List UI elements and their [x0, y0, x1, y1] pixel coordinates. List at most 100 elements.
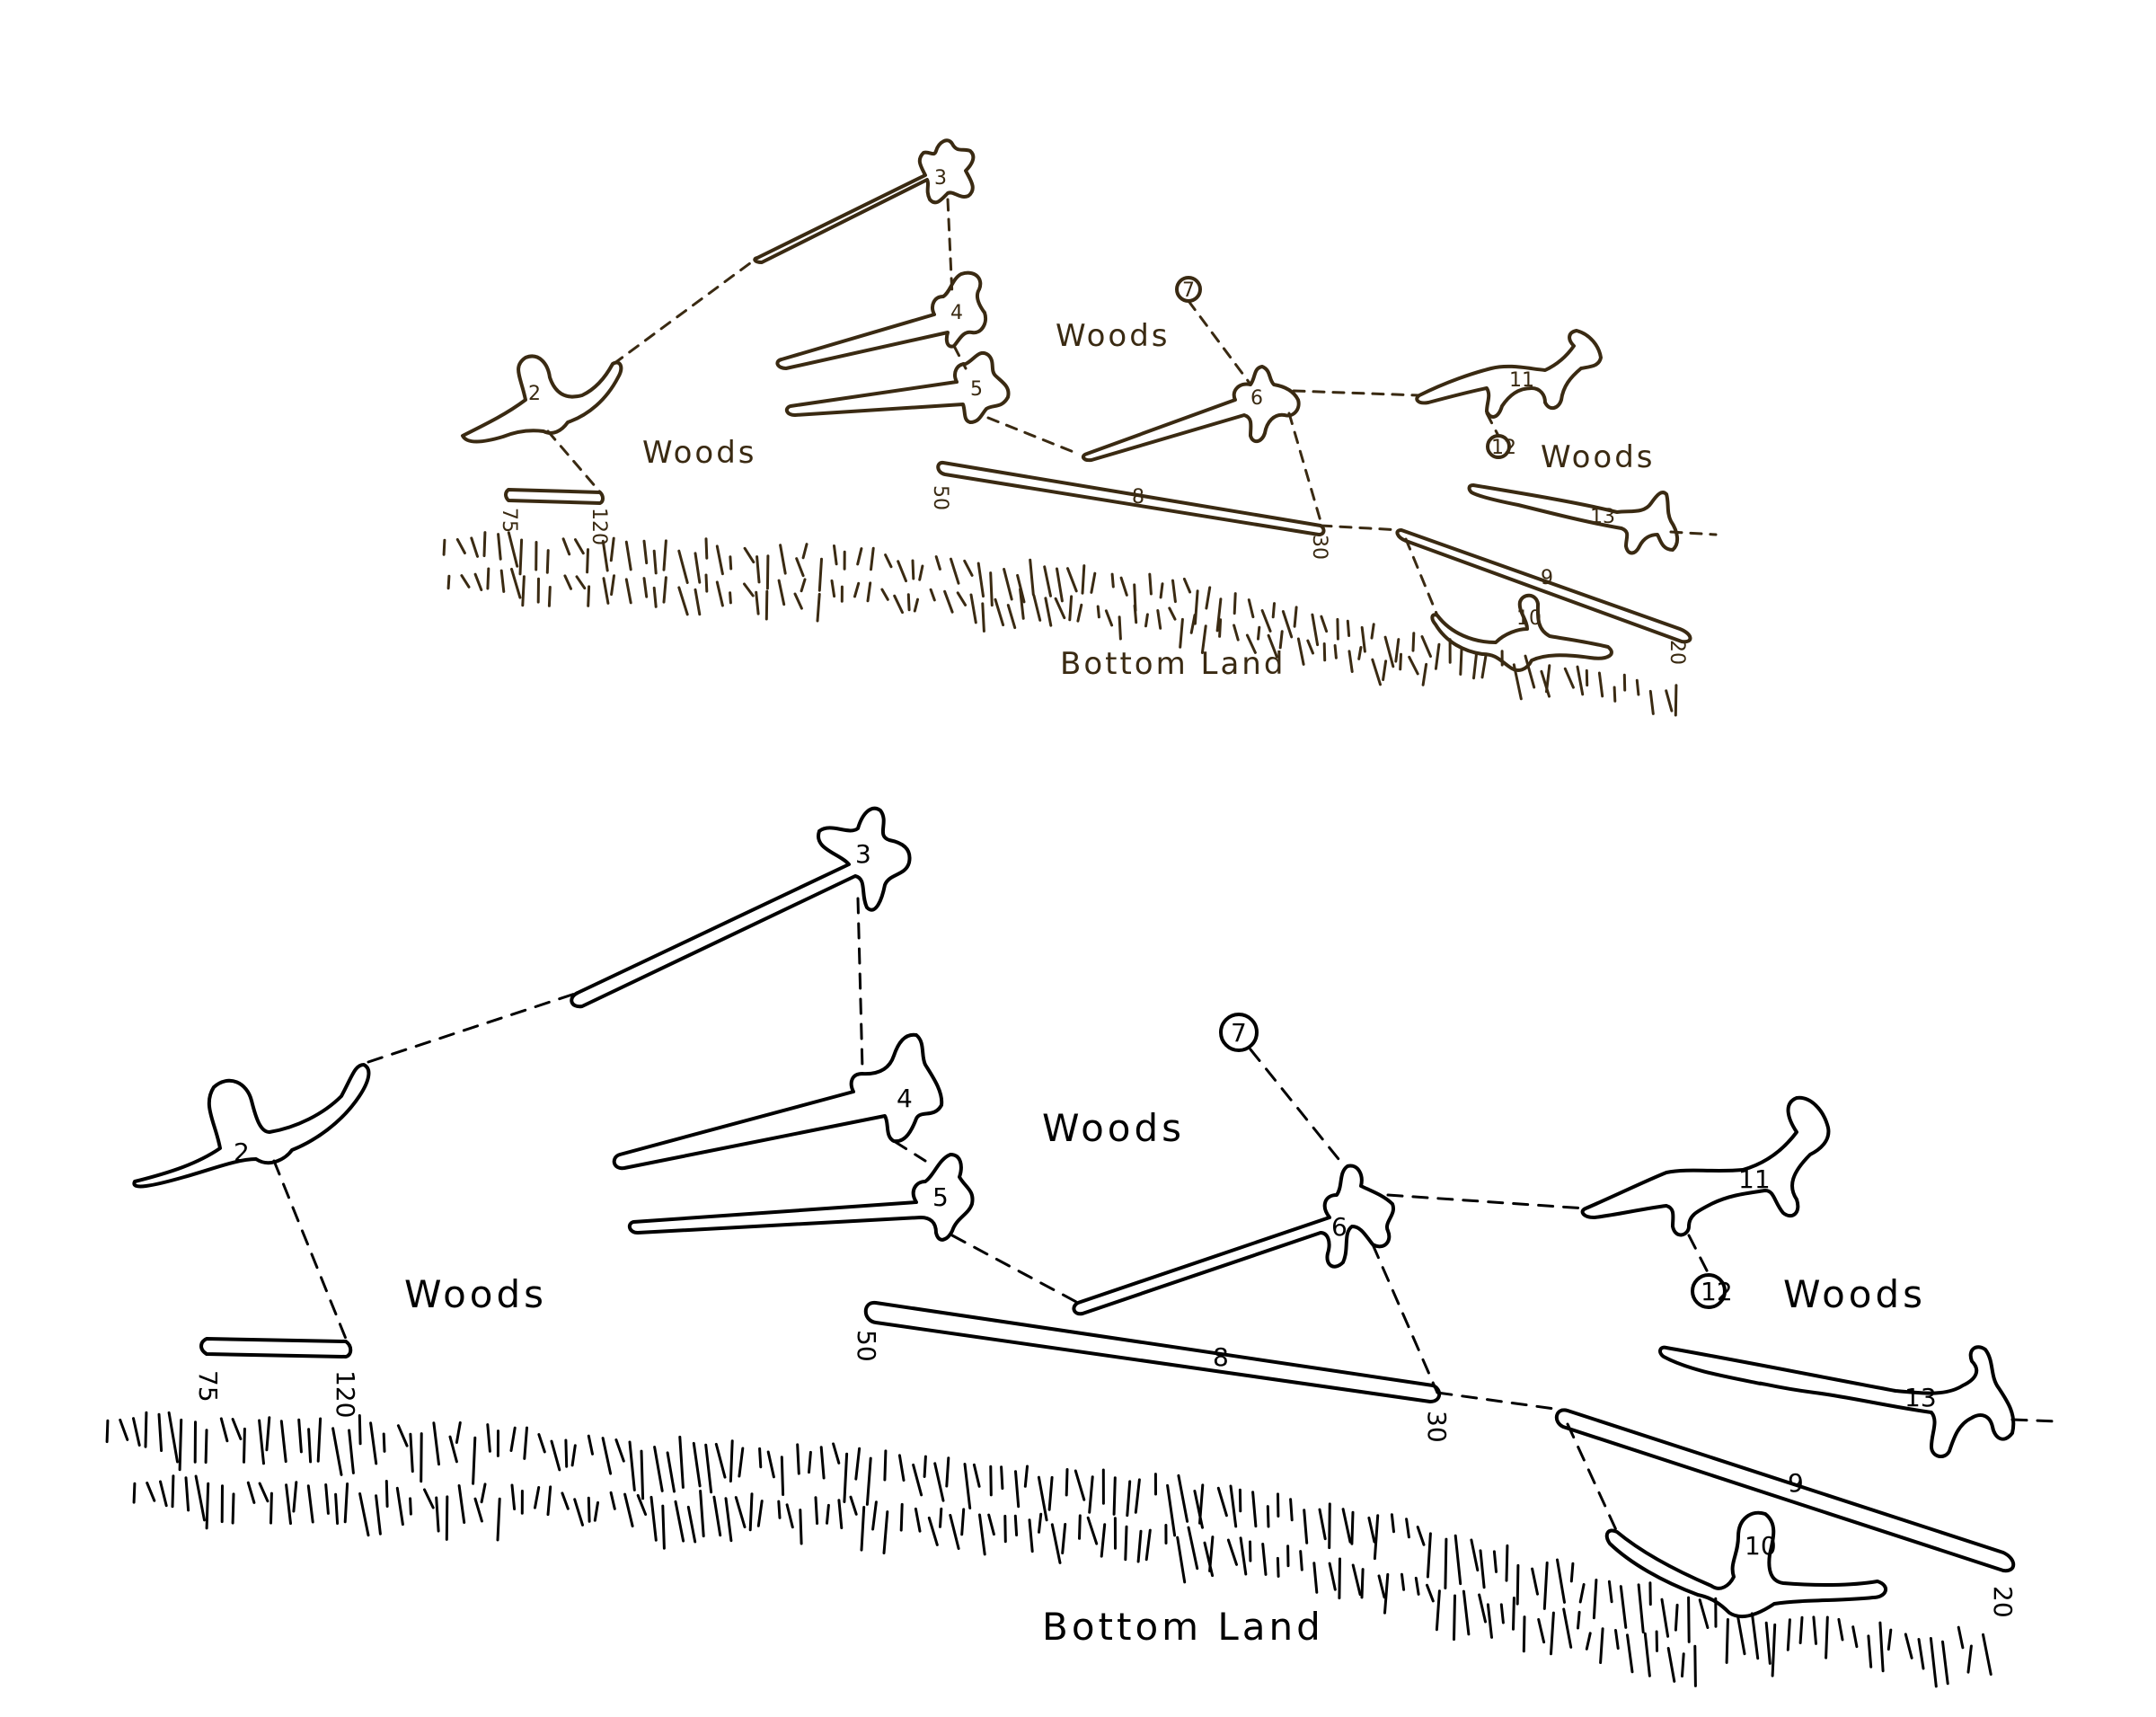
hatch-stroke [1119, 576, 1128, 597]
hatch-stroke [1626, 1633, 1634, 1674]
elevation-20: 20 [1988, 1586, 2018, 1618]
hatch-stroke [1592, 1579, 1598, 1620]
hatch-stroke [724, 1497, 733, 1543]
hatch-stroke [1198, 1483, 1205, 1525]
hatch-stroke [686, 1505, 697, 1544]
hatch-stroke [1078, 1514, 1082, 1540]
hatch-stroke [448, 1435, 458, 1464]
hatch-stroke [913, 597, 919, 613]
hatch-stroke [989, 1465, 993, 1497]
hatch-stroke [1687, 1596, 1691, 1643]
hatch-stroke [1674, 684, 1678, 717]
hatch-stroke [743, 582, 755, 597]
hatch-stroke [587, 585, 591, 607]
mound-number-4: 4 [897, 1084, 913, 1113]
hatch-stroke [981, 602, 985, 633]
hatch-stroke [575, 575, 587, 590]
hatch-stroke [1233, 624, 1240, 642]
hatch-stroke [642, 577, 649, 598]
hatch-stroke [369, 1421, 378, 1465]
hatch-stroke [1867, 1634, 1873, 1668]
hatch-stroke [1156, 609, 1162, 630]
hatch-stroke [897, 560, 907, 583]
hatch-stroke [1643, 1632, 1651, 1677]
hatch-stroke [219, 1417, 229, 1443]
hatch-stroke [1878, 1621, 1885, 1673]
hatch-stroke [692, 1441, 702, 1488]
woods-label-3: Woods [1541, 439, 1656, 475]
hatch-stroke [1470, 1538, 1480, 1572]
hatch-stroke [1136, 1529, 1143, 1563]
hatch-stroke [375, 1494, 382, 1536]
hatch-stroke [178, 1418, 183, 1472]
hatch-stroke [497, 533, 502, 561]
hatch-stroke [171, 1474, 175, 1509]
hatch-stroke [1578, 1583, 1586, 1604]
hatch-stroke [1480, 653, 1488, 679]
hatch-stroke [587, 1434, 594, 1456]
mound-number-13: 13 [1590, 506, 1615, 528]
hatch-stroke [1786, 1618, 1791, 1651]
hatch-stroke [714, 1442, 727, 1479]
hatch-stroke [435, 1496, 440, 1533]
hatch-stroke [1054, 597, 1066, 620]
hatch-stroke [1459, 648, 1463, 676]
hatch-stroke [1798, 1615, 1804, 1644]
hatch-stroke [1200, 624, 1207, 654]
hatch-stroke [1126, 1480, 1132, 1518]
mound-8-effigy [863, 1300, 1442, 1403]
hatch-stroke [1607, 1580, 1613, 1604]
mound-6-effigy [1081, 365, 1301, 463]
mound-number-10: 10 [1745, 1531, 1777, 1561]
hatch-stroke [480, 1482, 487, 1504]
hatch-stroke [1044, 597, 1053, 627]
hatch-stroke [1394, 638, 1401, 663]
mound-10-effigy [1604, 1510, 1887, 1619]
hatch-stroke [1074, 1469, 1086, 1501]
hatch-stroke [1941, 1640, 1949, 1686]
hatch-stroke [1771, 1623, 1777, 1677]
hatch-stroke [1982, 1633, 1993, 1676]
hatch-stroke [830, 579, 836, 598]
hatch-stroke [1660, 1598, 1670, 1638]
hatch-stroke [662, 576, 667, 604]
hatch-stroke [1100, 1523, 1107, 1558]
hatch-stroke [423, 1488, 435, 1509]
mound-number-12: 12 [1491, 437, 1516, 459]
hatch-stroke [1047, 1475, 1054, 1511]
mound-number-6: 6 [1250, 387, 1263, 410]
hatch-stroke [523, 1426, 528, 1460]
hatch-stroke [748, 1492, 754, 1532]
mound-number-2: 2 [234, 1137, 250, 1167]
hatch-stroke [184, 1476, 190, 1512]
hatch-band [442, 531, 1678, 717]
hatch-stroke [564, 1438, 569, 1468]
hatch-stroke [766, 1450, 775, 1479]
hatch-stroke [674, 1500, 685, 1543]
hatch-stroke [704, 573, 709, 593]
hatch-stroke [1112, 1476, 1117, 1516]
hatch-stroke [960, 1508, 966, 1536]
hatch-stroke [358, 1414, 362, 1446]
hatch-stroke [1499, 1603, 1505, 1624]
hatch-stroke [157, 1412, 163, 1452]
hatch-stroke [496, 1497, 501, 1542]
hatch-stroke [258, 1419, 265, 1465]
hatch-stroke [1247, 598, 1255, 619]
hatch-stroke [795, 557, 805, 578]
hatch-stroke [1056, 567, 1064, 603]
hatch-stroke [1454, 1534, 1462, 1586]
hatch-stroke [677, 586, 689, 616]
hatch-stroke [432, 1421, 440, 1466]
hatch-stroke [1019, 588, 1025, 620]
hatch-stroke [1090, 571, 1097, 594]
hatch-stroke [1038, 1512, 1043, 1534]
hatch-stroke [989, 571, 994, 607]
hatch-stroke [1479, 1549, 1486, 1589]
hatch-stroke [265, 1416, 271, 1452]
hatch-stroke [814, 1496, 819, 1525]
hatch-stroke [1260, 609, 1272, 633]
hatch-stroke [132, 1417, 141, 1447]
hatch-stroke [661, 1504, 666, 1550]
hatch-stroke [1434, 642, 1441, 670]
